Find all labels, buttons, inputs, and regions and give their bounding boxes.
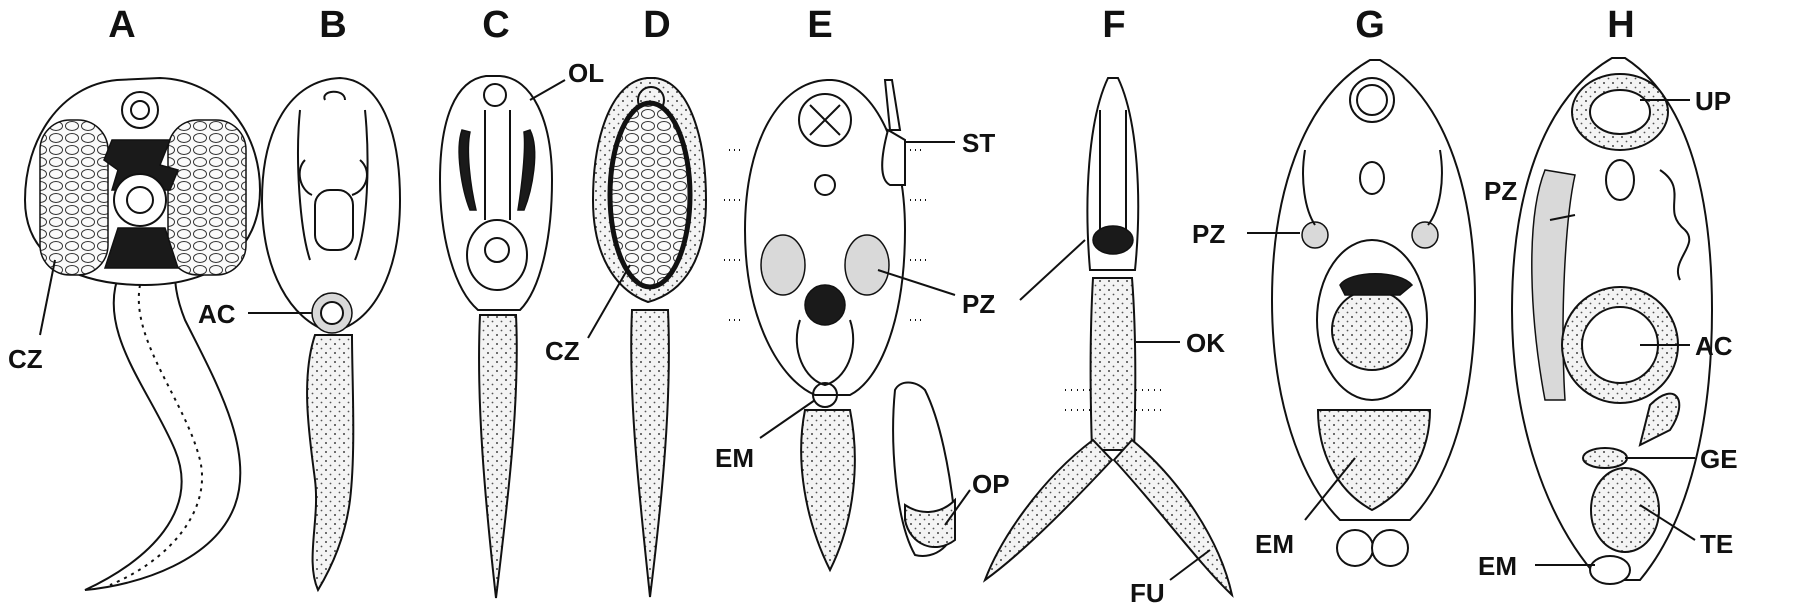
label-h-ac: AC xyxy=(1695,331,1733,361)
label-h-pz: PZ xyxy=(1484,176,1517,206)
label-h-te: TE xyxy=(1700,529,1733,559)
label-c-ol: OL xyxy=(568,58,604,88)
panel-d-drawing xyxy=(588,78,706,597)
label-f-fu: FU xyxy=(1130,578,1165,607)
panel-b-drawing xyxy=(248,78,400,590)
panel-a-drawing xyxy=(25,78,260,590)
label-b-ac: AC xyxy=(198,299,236,329)
label-e-op: OP xyxy=(972,469,1010,499)
label-e-st: ST xyxy=(962,128,995,158)
label-g-em: EM xyxy=(1255,529,1294,559)
label-e-pz: PZ xyxy=(962,289,995,319)
label-h-em: EM xyxy=(1478,551,1517,581)
label-a-cz: CZ xyxy=(8,344,43,374)
panel-g-drawing xyxy=(1247,60,1475,566)
label-g-pz: PZ xyxy=(1192,219,1225,249)
panel-h-drawing xyxy=(1512,58,1712,584)
label-d-cz: CZ xyxy=(545,336,580,366)
panel-e-drawing xyxy=(722,80,970,570)
label-e-em: EM xyxy=(715,443,754,473)
label-f-ok: OK xyxy=(1186,328,1225,358)
label-h-up: UP xyxy=(1695,86,1731,116)
label-h-ge: GE xyxy=(1700,444,1738,474)
